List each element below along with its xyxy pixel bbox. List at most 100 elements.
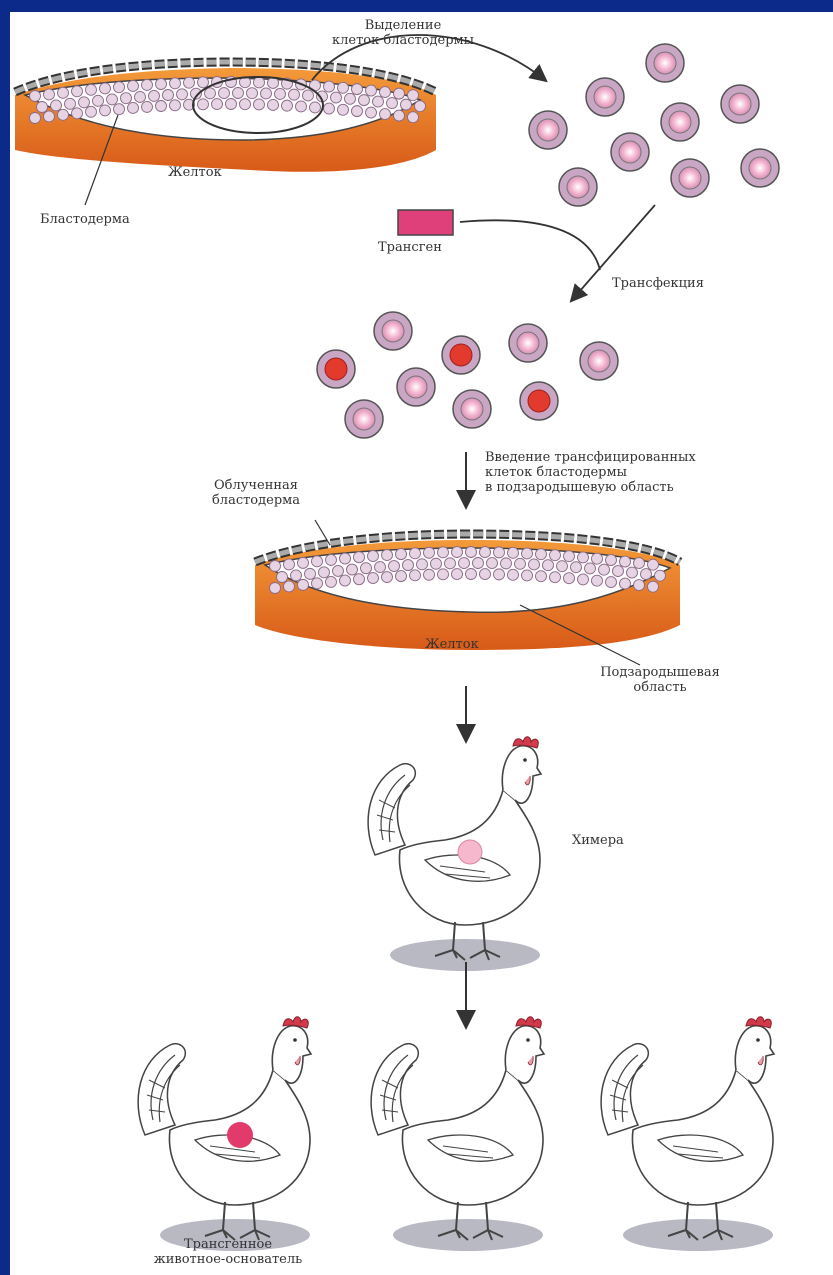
blastoderm-cell <box>156 101 167 112</box>
founder-label: Трансгенное животное-основатель <box>128 1237 328 1267</box>
blastoderm-cell <box>156 79 167 90</box>
blastoderm-cell <box>606 577 617 588</box>
blastoderm-cell <box>58 87 69 98</box>
blastoderm-cell <box>380 109 391 120</box>
blastoderm-cell <box>233 88 244 99</box>
blastoderm-cell <box>410 570 421 581</box>
blastoderm-cell <box>438 569 449 580</box>
transfection-label: Трансфекция <box>612 276 704 291</box>
blastoderm-cell <box>641 569 652 580</box>
blastoderm-cell <box>142 101 153 112</box>
transgene-label: Трансген <box>378 240 442 255</box>
blastoderm-cell <box>170 78 181 89</box>
blastoderm-cell <box>44 111 55 122</box>
blastoderm-cell <box>333 565 344 576</box>
blastoderm-cell <box>655 570 666 581</box>
blastoderm-cell <box>79 97 90 108</box>
blastoderm-cell <box>312 578 323 589</box>
blastoderm-cell <box>494 569 505 580</box>
blastoderm-cell <box>373 96 384 107</box>
blastoderm-cell <box>352 84 363 95</box>
blastoderm-cell <box>648 559 659 570</box>
blastoderm-cell <box>30 113 41 124</box>
blastoderm-cell <box>86 106 97 117</box>
blastoderm-cell <box>275 88 286 99</box>
blastoderm-cell <box>305 568 316 579</box>
blastoderm-cell <box>431 558 442 569</box>
blastoderm-cell <box>438 547 449 558</box>
blastoderm-cell <box>557 561 568 572</box>
blastoderm-cell <box>282 100 293 111</box>
blastoderm-cell <box>396 571 407 582</box>
blastoderm-cell <box>128 80 139 91</box>
blastoderm-cell <box>100 105 111 116</box>
blastoderm-cell <box>515 558 526 569</box>
blastoderm-cell <box>480 547 491 558</box>
blastoderm-cell <box>347 564 358 575</box>
transgene-block <box>398 210 453 235</box>
blastoderm-cell <box>303 90 314 101</box>
blastoderm-cell <box>324 81 335 92</box>
subgerminal-label: Подзародышевая область <box>585 665 735 695</box>
blastoderm-cell <box>571 562 582 573</box>
blastoderm-cell <box>387 98 398 109</box>
blastoderm-cell <box>417 559 428 570</box>
blastoderm-cell <box>480 569 491 580</box>
blastoderm-cell <box>128 102 139 113</box>
blastoderm-cell <box>226 99 237 110</box>
blastoderm-cell <box>543 560 554 571</box>
blastoderm-cell <box>522 548 533 559</box>
blastoderm-cell <box>340 575 351 586</box>
yolk-bottom-label: Желток <box>425 637 479 652</box>
blastoderm-cell <box>401 99 412 110</box>
blastoderm-cell <box>368 551 379 562</box>
blastoderm-cell <box>452 569 463 580</box>
blastoderm-cell <box>564 551 575 562</box>
blastoderm-cell <box>634 558 645 569</box>
blastoderm-cell <box>326 576 337 587</box>
blastoderm-cell <box>114 82 125 93</box>
blastoderm-cell <box>424 569 435 580</box>
blastoderm-cell <box>408 90 419 101</box>
blastoderm-cell <box>396 549 407 560</box>
blastoderm-cell <box>394 110 405 121</box>
blastoderm-cell <box>319 567 330 578</box>
yolk-top-label: Желток <box>168 165 222 180</box>
blastoderm-cell <box>529 559 540 570</box>
blastoderm-cell <box>508 547 519 558</box>
transgene-curve <box>460 220 600 270</box>
blastoderm-cell <box>352 106 363 117</box>
blastoderm-cell <box>338 82 349 93</box>
blastoderm-cell <box>536 571 547 582</box>
blastoderm-cell <box>578 552 589 563</box>
founder-chicken <box>138 1017 311 1251</box>
blastoderm-cell <box>135 91 146 102</box>
blastoderm-cell <box>284 581 295 592</box>
blastoderm-cell <box>58 109 69 120</box>
blastoderm-cell <box>331 92 342 103</box>
blastoderm-cell <box>536 549 547 560</box>
chimera-chicken <box>368 737 541 971</box>
blastoderm-cell <box>65 98 76 109</box>
blastoderm-cell <box>368 573 379 584</box>
blastoderm-cell <box>37 102 48 113</box>
injection-label: Введение трансфицированных клеток бласто… <box>485 450 696 495</box>
blastoderm-cell <box>592 553 603 564</box>
blastoderm-cell <box>142 79 153 90</box>
blastoderm-cell <box>366 107 377 118</box>
blastoderm-cell <box>550 550 561 561</box>
blastoderm-label: Бластодерма <box>40 212 130 227</box>
blastoderm-cell <box>613 566 624 577</box>
blastoderm-cell <box>219 88 230 99</box>
blastoderm-cell <box>205 88 216 99</box>
blastoderm-cell <box>289 89 300 100</box>
blastoderm-cell <box>184 77 195 88</box>
blastoderm-cell <box>403 560 414 571</box>
isolated-cells <box>529 44 779 206</box>
blastoderm-cell <box>410 548 421 559</box>
blastoderm-cell <box>177 89 188 100</box>
blastoderm-cell <box>366 85 377 96</box>
blastoderm-cell <box>261 88 272 99</box>
blastoderm-cell <box>107 94 118 105</box>
offspring-chicken-3 <box>601 1017 774 1251</box>
